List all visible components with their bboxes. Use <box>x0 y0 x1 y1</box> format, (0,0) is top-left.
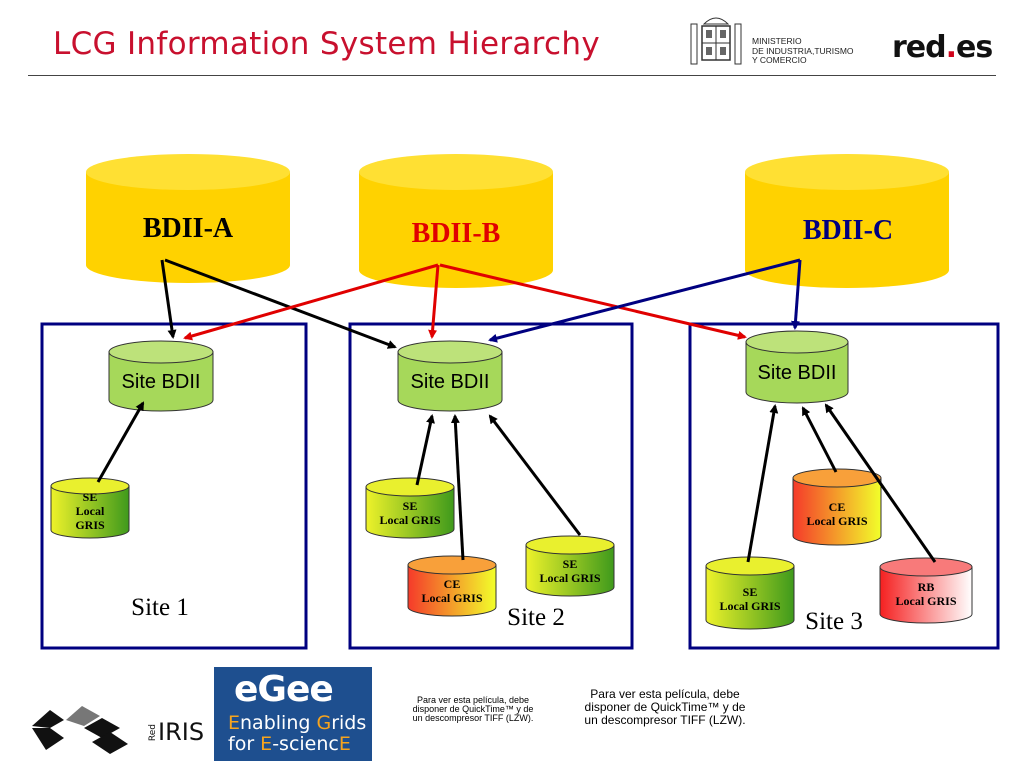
bdii-b-cylinder <box>359 154 553 288</box>
arrow-site-2-se1-to-bdii <box>415 414 435 486</box>
site-2-se-gris-label-1: SE Local GRIS <box>379 499 441 527</box>
arrow-site-2-se2-to-bdii <box>488 414 582 536</box>
egee-tagline-1: Enabling Grids <box>228 712 367 734</box>
arrow-bdii-c-to-site-2 <box>488 258 801 343</box>
arrow-bdii-b-to-site-3 <box>439 263 747 340</box>
site-2-box <box>348 322 634 650</box>
site-1-bdii-cylinder <box>108 340 214 412</box>
page-title: LCG Information System Hierarchy <box>53 26 600 62</box>
red-es-logo: red.es <box>892 30 993 65</box>
site-2-se-gris-label-2: SE Local GRIS <box>539 557 601 585</box>
arrow-bdii-b-to-site-1 <box>183 263 439 341</box>
site-3-ce-gris-cylinder <box>792 468 882 546</box>
site-1-bdii-label: Site BDII <box>121 371 201 393</box>
site-1-se-gris-label: SE Local GRIS <box>75 490 105 532</box>
site-3-rb-gris-cylinder <box>879 557 973 624</box>
rediris-logo-icon <box>32 706 128 754</box>
arrow-bdii-a-to-site-1 <box>160 259 177 339</box>
ministry-label: MINISTERIO DE INDUSTRIA,TURISMO Y COMERC… <box>752 36 854 65</box>
arrow-bdii-a-to-site-2 <box>164 258 397 349</box>
site-2-se-gris-cylinder-1 <box>365 477 455 539</box>
site-2-label: Site 2 <box>507 604 565 631</box>
site-3-rb-gris-label: RB Local GRIS <box>895 580 957 608</box>
red-es-logo-es: es <box>956 30 993 65</box>
egee-logo-mark: eGee <box>234 669 334 710</box>
site-1-se-gris-cylinder <box>50 477 130 539</box>
site-2-bdii-label: Site BDII <box>410 371 490 393</box>
site-3-label: Site 3 <box>805 608 863 635</box>
site-3-box <box>688 322 1000 650</box>
quicktime-placeholder-small: Para ver esta película, debe disponer de… <box>412 695 534 723</box>
site-2-se-gris-cylinder-2 <box>525 535 615 597</box>
bdii-c-cylinder <box>745 154 949 288</box>
site-3-bdii-label: Site BDII <box>757 362 837 384</box>
arrow-site-1-se-to-bdii <box>96 401 145 483</box>
bdii-c-label: BDII-C <box>802 215 894 246</box>
rediris-logo-text: IRIS <box>158 718 205 746</box>
arrow-bdii-b-to-site-2 <box>428 264 440 339</box>
bdii-b-label: BDII-B <box>411 218 501 249</box>
egee-logo: eGee Enabling Grids for E-sciencE <box>214 667 372 761</box>
bdii-a-label: BDII-A <box>142 213 234 244</box>
arrow-site-3-se-to-bdii <box>746 404 779 563</box>
arrow-bdii-c-to-site-3 <box>791 259 802 330</box>
header-divider <box>28 75 996 76</box>
egee-tagline-2: for E-sciencE <box>228 733 351 755</box>
rediris-logo: RedIRIS <box>148 718 204 746</box>
site-3-se-gris-cylinder <box>705 556 795 630</box>
site-2-ce-gris-label: CE Local GRIS <box>421 577 483 605</box>
arrow-site-2-ce-to-bdii <box>450 414 465 561</box>
site-1-box <box>40 322 308 650</box>
site-2-ce-gris-cylinder <box>407 555 497 617</box>
quicktime-placeholder-large: Para ver esta película, debe disponer de… <box>584 687 746 727</box>
red-es-logo-dot: . <box>945 30 957 65</box>
arrow-site-3-ce-to-bdii <box>801 406 838 473</box>
red-es-logo-red: red <box>892 30 947 65</box>
site-2-bdii-cylinder <box>397 340 503 412</box>
bdii-a-cylinder <box>86 154 290 283</box>
arrow-site-3-rb-to-bdii <box>824 403 937 563</box>
site-3-bdii-cylinder <box>745 330 849 404</box>
coat-of-arms-logo <box>690 17 742 65</box>
site-1-label: Site 1 <box>131 594 189 621</box>
site-3-se-gris-label: SE Local GRIS <box>719 585 781 613</box>
site-3-ce-gris-label: CE Local GRIS <box>806 500 868 528</box>
rediris-logo-small: Red <box>148 724 158 742</box>
